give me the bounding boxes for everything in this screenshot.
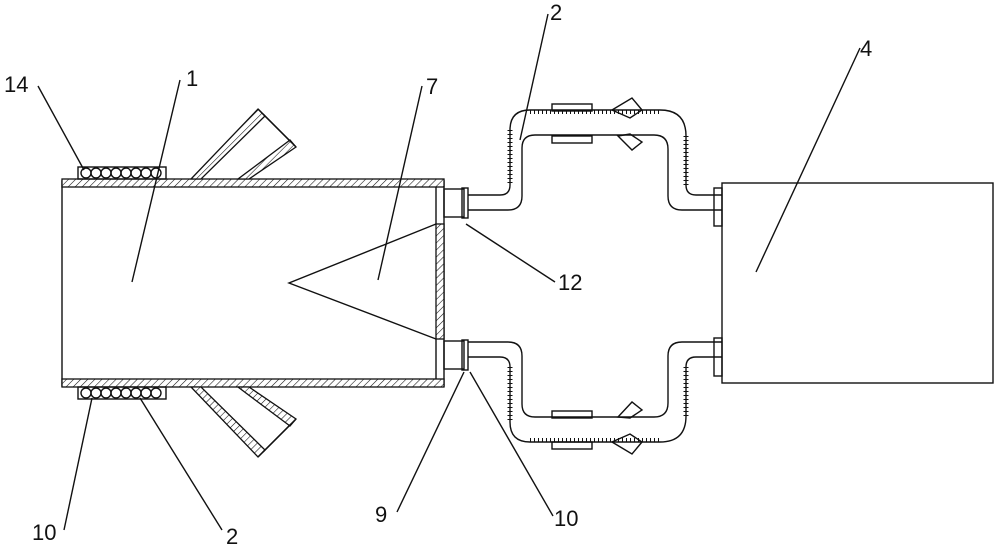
outlet-stubs — [443, 187, 469, 371]
lower-bent-pipe — [468, 341, 722, 455]
label-10-left: 10 — [32, 520, 56, 545]
label-2-bottom: 2 — [226, 524, 238, 549]
label-1: 1 — [186, 66, 198, 91]
top-coil — [77, 166, 167, 180]
upper-bent-pipe — [468, 97, 722, 211]
lower-inclined-port — [189, 386, 297, 458]
label-2-top: 2 — [550, 0, 562, 25]
label-4: 4 — [860, 36, 872, 61]
upper-inclined-port — [189, 108, 297, 180]
label-14: 14 — [4, 72, 28, 97]
cone — [287, 223, 437, 340]
cylinder-top-wall — [61, 178, 445, 188]
label-10-right: 10 — [554, 506, 578, 531]
main-cylinder — [61, 178, 445, 388]
bottom-coil — [77, 386, 167, 400]
label-9: 9 — [375, 502, 387, 527]
end-plate — [435, 223, 445, 340]
upper-flange — [713, 187, 723, 227]
box — [721, 182, 994, 384]
cylinder-bottom-wall — [61, 378, 445, 388]
leader-lines — [37, 13, 861, 531]
label-7: 7 — [426, 74, 438, 99]
label-12: 12 — [558, 270, 582, 295]
